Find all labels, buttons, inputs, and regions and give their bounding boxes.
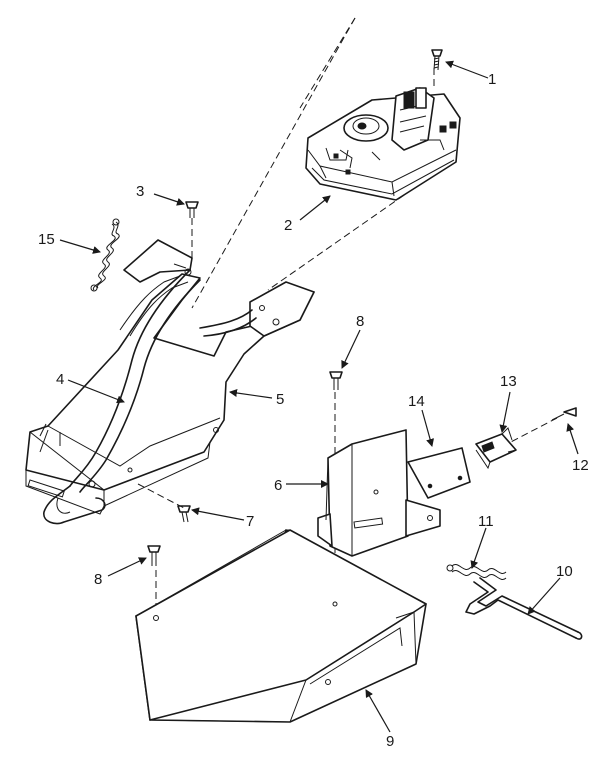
callout-8-lower: 8: [94, 571, 102, 588]
rod-part-10: [465, 577, 583, 640]
callout-4: 4: [56, 371, 64, 388]
screw-part-1: [431, 49, 443, 71]
callout-15: 15: [38, 231, 55, 248]
spring-part-15: [90, 218, 120, 292]
callout-12: 12: [572, 457, 589, 474]
actuator-rod-part-5: [43, 269, 257, 525]
callout-14: 14: [408, 393, 425, 410]
spring-part-11: [446, 564, 507, 580]
callout-11: 11: [478, 513, 494, 530]
callout-6: 6: [274, 477, 282, 494]
timer-motor-assembly: [305, 87, 461, 201]
callout-2: 2: [284, 217, 292, 234]
callout-1: 1: [488, 71, 496, 88]
callout-10: 10: [556, 563, 573, 580]
callout-3: 3: [136, 183, 144, 200]
bracket-part-4: [25, 239, 315, 515]
tray-part-9: [135, 529, 427, 723]
switch-part-13: [475, 427, 517, 470]
mounting-plate-part-6: [317, 429, 441, 557]
screw-part-3: [185, 201, 199, 258]
screw-part-7: [137, 483, 191, 523]
insulator-part-14: [407, 447, 471, 499]
screw-part-8-upper: [329, 371, 343, 390]
callout-5: 5: [276, 391, 284, 408]
screw-part-12: [551, 407, 577, 421]
screw-part-8-lower: [147, 545, 161, 566]
callout-8-upper: 8: [356, 313, 364, 330]
leader-lines: [59, 60, 579, 733]
callout-13: 13: [500, 373, 517, 390]
callout-9: 9: [386, 733, 394, 750]
callout-labels: 1 2 3 15 4 5 6 7 8 14 13 12 11 10 8 9: [38, 71, 589, 750]
callout-7: 7: [246, 513, 254, 530]
